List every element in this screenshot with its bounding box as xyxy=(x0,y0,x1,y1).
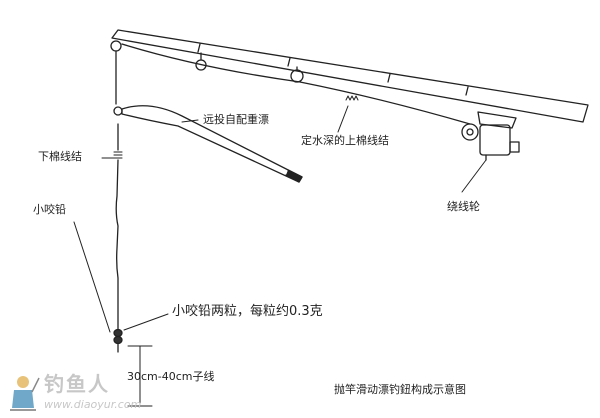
upper-knot-label: 定水深的上棉线结 xyxy=(301,134,389,147)
split-shot-sinkers xyxy=(113,328,123,345)
watermark-title: 钓鱼人 xyxy=(44,372,110,396)
diagram-caption: 抛竿滑动漂钓鈕构成示意图 xyxy=(334,383,466,396)
lower-knot-mark xyxy=(113,151,123,159)
fisherman-logo-icon xyxy=(10,376,40,411)
hook-line-dimension xyxy=(127,345,153,407)
sinker-leader-line xyxy=(73,221,111,333)
reel-leader-line xyxy=(461,159,487,193)
rod-tip-ring xyxy=(110,40,122,52)
upper-knot-mark xyxy=(345,95,359,101)
fishing-line-main xyxy=(115,50,119,353)
line-guide xyxy=(195,52,207,71)
fishing-line-upper xyxy=(121,43,471,125)
float-label: 远投自配重漂 xyxy=(203,113,269,126)
fishing-rod xyxy=(111,29,589,123)
sinker-note-label: 小咬铅两粒，每粒约0.3克 xyxy=(172,304,323,319)
lower-knot-label: 下棉线结 xyxy=(38,150,82,163)
slip-float xyxy=(121,105,303,183)
reel-label: 绕线轮 xyxy=(447,200,480,213)
small-sinker-label: 小咬铅 xyxy=(33,203,66,216)
float-bead xyxy=(113,106,123,116)
reel xyxy=(461,111,520,161)
site-watermark: 钓鱼人 www.diaoyur.com xyxy=(2,370,172,416)
upper-knot-leader-line xyxy=(337,105,349,133)
line-guide xyxy=(290,66,304,83)
watermark-url: www.diaoyur.com xyxy=(44,398,142,411)
sinker-note-leader-line xyxy=(123,313,169,331)
float-leader-line xyxy=(181,119,199,123)
hook-line-label: 30cm-40cm子线 xyxy=(127,370,215,383)
